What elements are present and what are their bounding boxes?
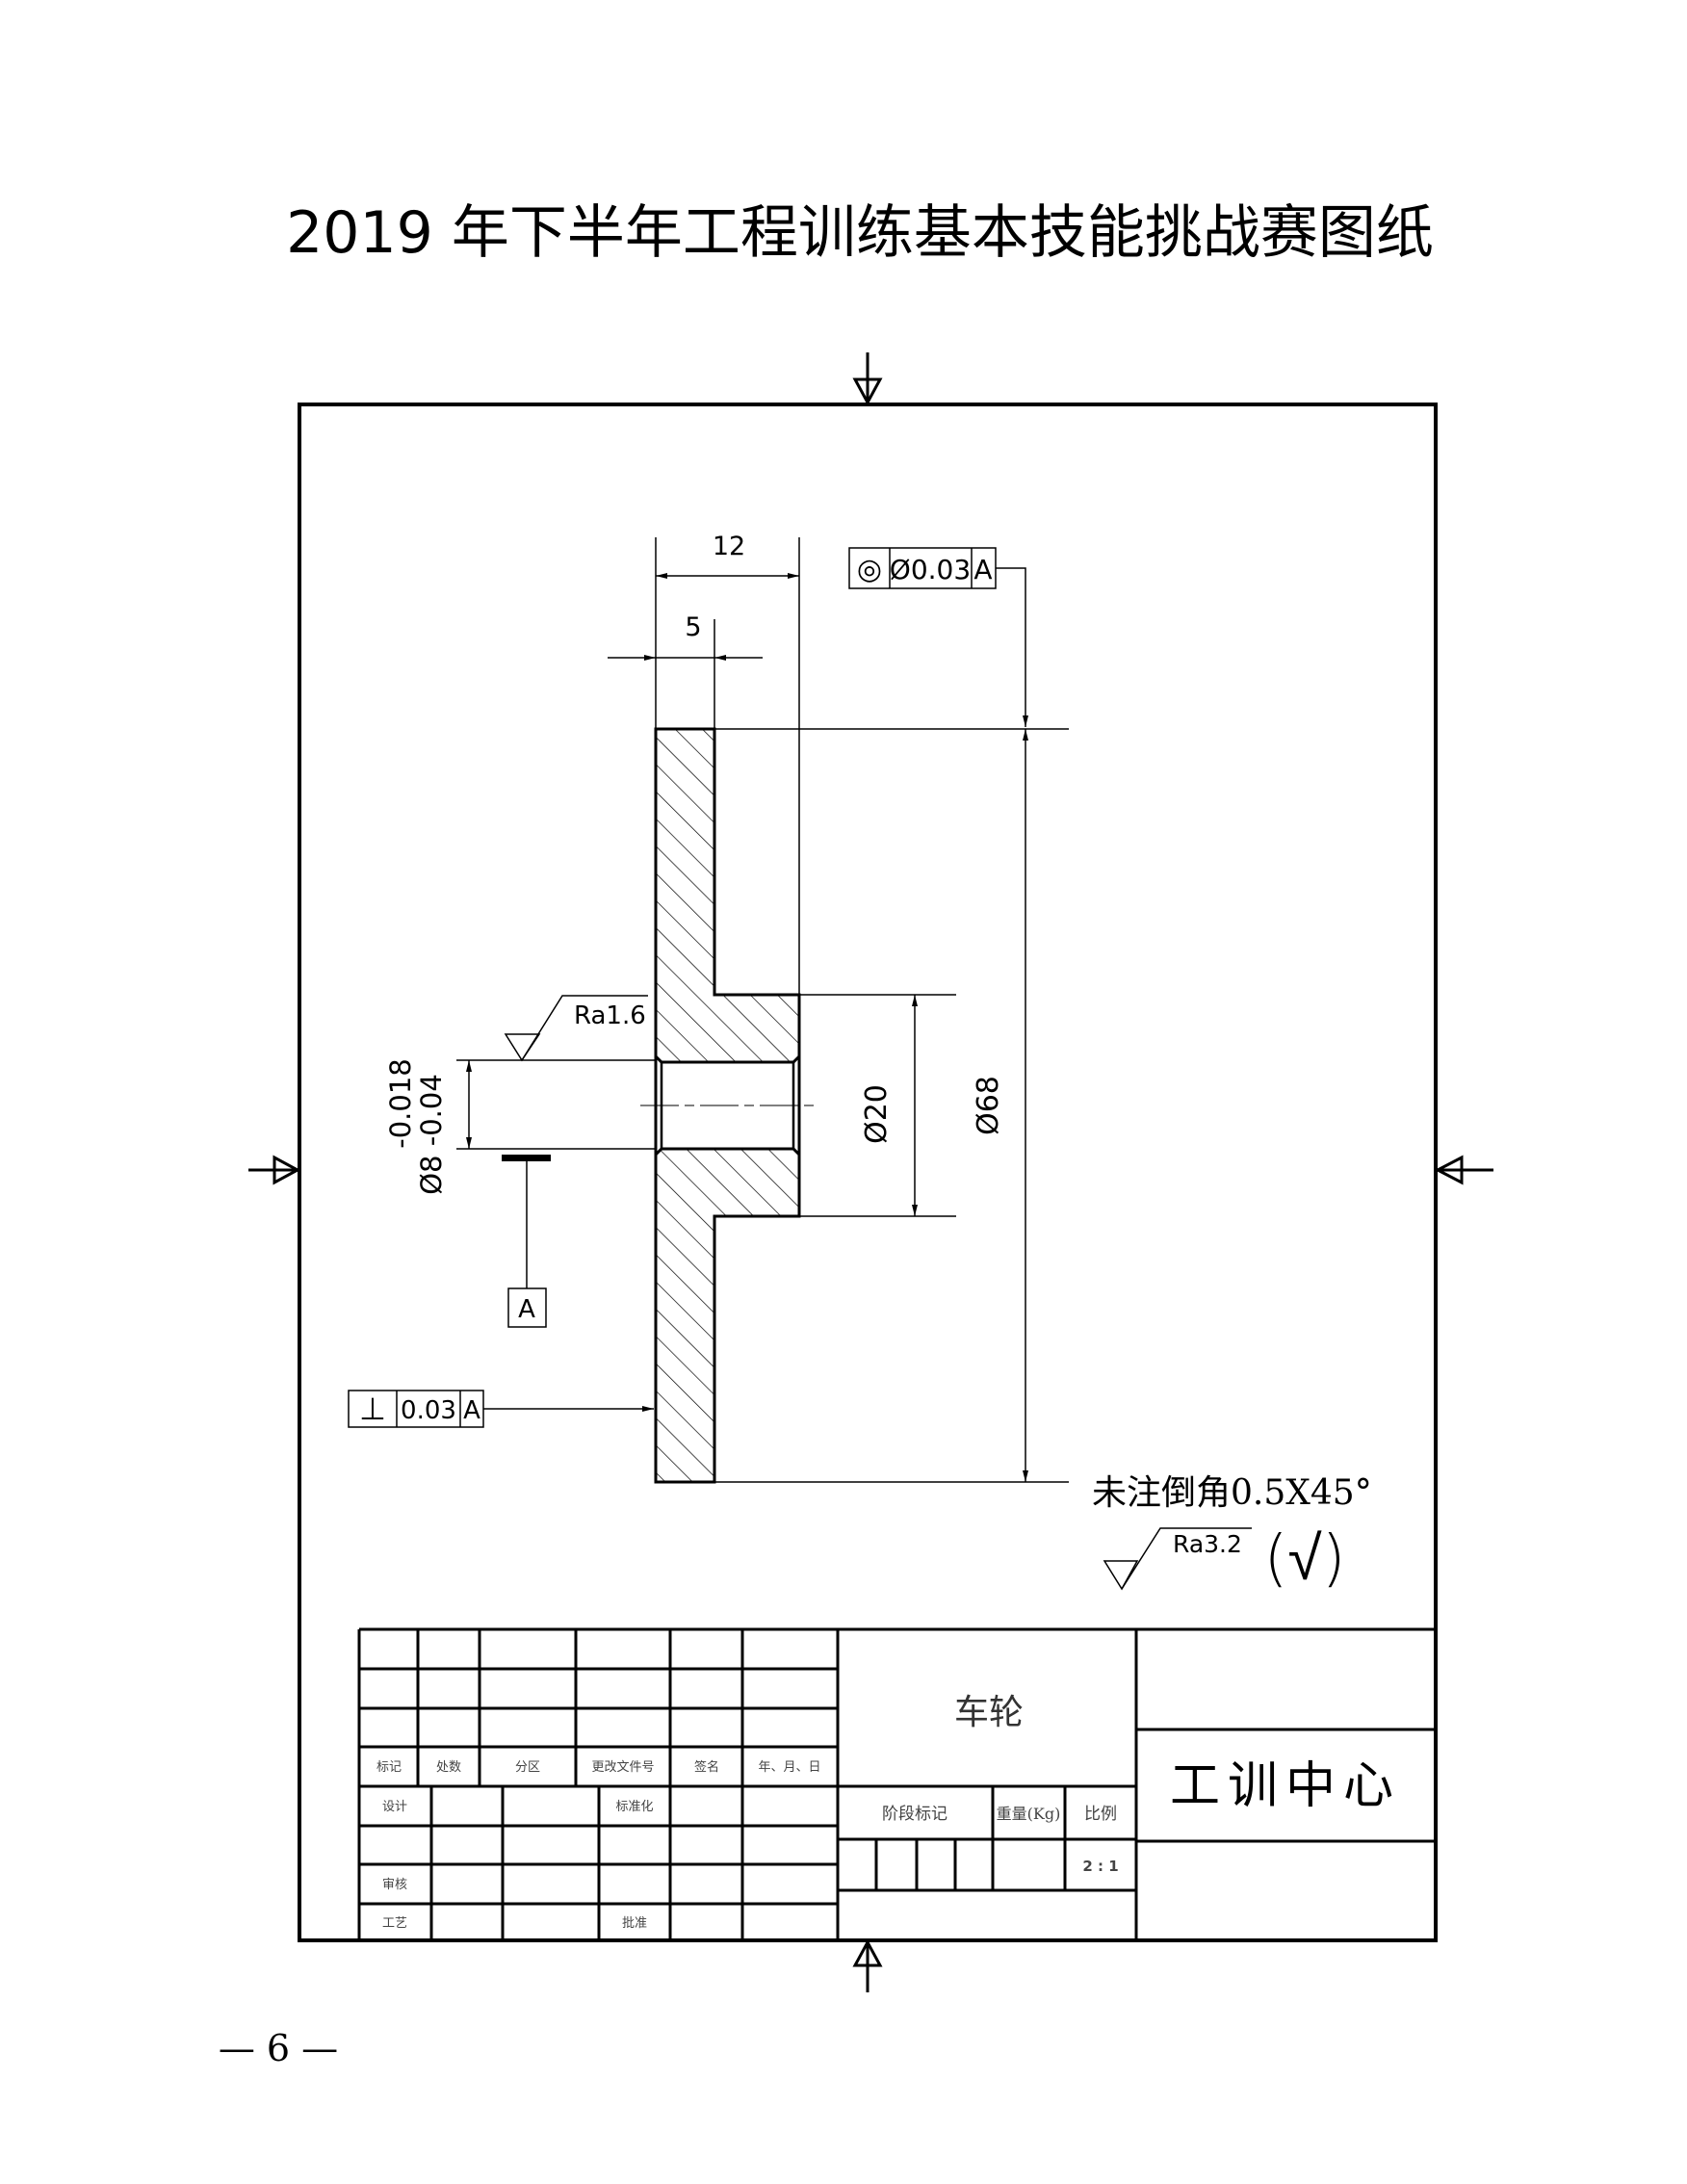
drawing-frame [298, 403, 1438, 1942]
dim-bore-diameter: Ø8 -0.04 [415, 1074, 448, 1195]
perpendicularity-icon: ⊥ [359, 1391, 386, 1427]
dim-bore-upper-tolerance: -0.018 [384, 1058, 417, 1149]
label-review: 审核 [382, 1878, 407, 1892]
label-process: 工艺 [382, 1916, 407, 1931]
wheel-section [640, 727, 814, 1484]
dim-hub-diameter: Ø20 [860, 1084, 894, 1144]
surface-finish-bore: Ra1.6 [574, 1001, 646, 1030]
organization: 工训中心 [1170, 1757, 1401, 1815]
scale-value: 2 : 1 [1082, 1858, 1118, 1875]
title-block-labels: 标记 处数 分区 更改文件号 签名 年、月、日 设计 标准化 审核 工艺 批准 [376, 1759, 821, 1931]
datum-bar [502, 1155, 551, 1161]
label-approval: 批准 [622, 1916, 647, 1931]
weight-label: 重量(Kg) [997, 1805, 1061, 1823]
perpendicularity-frame: ⊥ 0.03 A [348, 1390, 654, 1428]
page-title: 2019 年下半年工程训练基本技能挑战赛图纸 [286, 199, 1434, 267]
stage-mark-label: 阶段标记 [882, 1805, 947, 1824]
datum-label: A [518, 1295, 535, 1324]
header-count: 处数 [436, 1760, 461, 1775]
label-design: 设计 [382, 1800, 407, 1814]
scale-label: 比例 [1084, 1805, 1117, 1824]
header-date: 年、月、日 [758, 1760, 820, 1775]
part-name: 车轮 [954, 1693, 1024, 1732]
header-change-doc: 更改文件号 [591, 1760, 654, 1775]
centering-marks [248, 352, 1493, 1992]
header-mark: 标记 [376, 1760, 402, 1775]
svg-text:0.03: 0.03 [401, 1396, 456, 1425]
concentricity-icon: ◎ [857, 553, 882, 586]
dim-outer-diameter: Ø68 [972, 1076, 1005, 1135]
page-number: — 6 — [219, 2027, 338, 2069]
dim-overall-width: 12 [713, 532, 745, 561]
svg-text:A: A [463, 1396, 480, 1425]
surface-finish-general: Ra3.2 [1173, 1530, 1242, 1558]
concentricity-frame: ◎ Ø0.03 A [848, 547, 1028, 727]
surface-finish-general-icon [1103, 1527, 1252, 1591]
label-standardization: 标准化 [615, 1800, 653, 1814]
chamfer-note: 未注倒角0.5X45° [1092, 1473, 1372, 1513]
surface-finish-bore-icon [504, 995, 648, 1062]
surface-finish-other: (√) [1263, 1523, 1345, 1595]
dim-flange-width: 5 [685, 612, 701, 642]
svg-text:Ø0.03: Ø0.03 [890, 554, 971, 585]
svg-text:A: A [973, 554, 992, 585]
header-signature: 签名 [694, 1759, 719, 1775]
dimension-lines [456, 537, 1069, 1483]
title-block [357, 1627, 1436, 1940]
header-zone: 分区 [515, 1760, 540, 1775]
